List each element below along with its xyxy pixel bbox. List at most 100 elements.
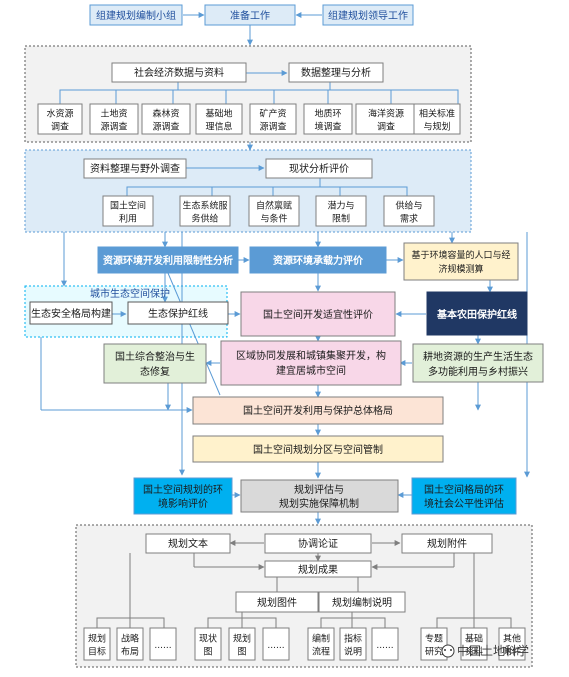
survey-item-label-2: 调查 <box>51 121 69 133</box>
survey-item-label-1: 地质环 <box>314 108 341 120</box>
carrying-capacity-label: 资源环境承载力评价 <box>273 254 364 267</box>
population-box: 基于环境容量的人口与经 济规模测算 <box>403 242 519 281</box>
suitability-box: 国土空间开发适宜性评价 <box>240 291 396 337</box>
fairness-label-1: 国土空间格局的环 <box>424 483 504 496</box>
env-impact-label-1: 国土空间规划的环 <box>143 483 223 496</box>
output-map-item-label-2: 图 <box>203 647 212 658</box>
survey-item-label-1: 相关标准 <box>419 108 455 120</box>
data-organize-label: 数据整理与分析 <box>301 66 371 79</box>
zoning-label: 国土空间规划分区与空间管制 <box>253 443 383 456</box>
analysis-item-label-1: 生态系统服 <box>182 200 227 212</box>
assessment-label-2: 规划实施保障机制 <box>279 497 359 510</box>
analysis-item-label-2: 需求 <box>400 213 418 225</box>
build-team-label: 组建规划编制小组 <box>96 9 176 22</box>
plan-text-box: 规划文本 <box>145 533 231 554</box>
assessment-label-1: 规划评估与 <box>294 483 344 496</box>
instructions-box: 规划编制说明 <box>318 591 406 613</box>
analysis-item-label-1: 潜力与 <box>327 200 354 212</box>
survey-item-label-1: 基础地 <box>205 108 232 120</box>
output-map-item-label-1: 现状 <box>199 633 217 645</box>
analysis-item-label-2: 限制 <box>332 213 350 225</box>
analysis-item-label-1: 供给与 <box>395 200 422 212</box>
survey-item-label-1: 矿产资 <box>259 108 286 120</box>
farmland-use-label-1: 耕地资源的生产生活生态 <box>423 350 533 363</box>
output-connectors <box>96 540 512 628</box>
restore-box: 国土综合整治与生 态修复 <box>103 343 207 384</box>
eco-redline-box: 生态保护红线 <box>127 301 229 325</box>
appendix-box: 规划附件 <box>401 533 493 554</box>
output-appendix-item-label-1: 专题 <box>425 633 443 645</box>
resource-limit-label: 资源环境开发利用限制性分析 <box>103 254 233 267</box>
overall-pattern-label: 国土空间开发利用与保护总体格局 <box>243 404 393 417</box>
survey-item-label-1: 土地资 <box>100 108 127 120</box>
suitability-label: 国土空间开发适宜性评价 <box>263 308 373 321</box>
survey-item-label-2: 境调查 <box>314 121 341 133</box>
build-team-box: 组建规划编制小组 <box>89 4 183 26</box>
results-label: 规划成果 <box>298 563 338 576</box>
output-instr-item-label-1: ...... <box>376 641 393 651</box>
security-pattern-label: 生态安全格局构建 <box>31 307 111 320</box>
output-appendix-item-label-1: 其他 <box>503 633 521 645</box>
survey-item-label-2: 理信息 <box>205 121 232 133</box>
output-map-item-label-1: ...... <box>267 641 284 651</box>
output-appendix-item-label-1: 基础 <box>465 633 483 645</box>
fairness-label-2: 境社会公平性评估 <box>424 497 504 510</box>
output-text-item-label-2: 布局 <box>121 646 139 658</box>
farmland-use-label-2: 多功能利用与乡村振兴 <box>428 365 528 378</box>
output-text-item-label-1: 战略 <box>121 633 139 645</box>
output-instr-item: ...... <box>371 627 399 661</box>
maps-label: 规划图件 <box>257 596 297 609</box>
survey-item-label-1: 水资源 <box>46 108 73 120</box>
output-instr-item-label-1: 指标 <box>344 633 362 645</box>
env-impact-label-2: 境影响评价 <box>158 497 208 510</box>
output-map-item: 规划图 <box>228 627 256 661</box>
survey-item-label-2: 与规划 <box>423 121 450 133</box>
survey-item-label-2: 源调查 <box>259 121 286 133</box>
regional-box: 区域协同发展和城镇集聚开发，构 建宜居城市空间 <box>220 340 402 386</box>
watermark-text: 中国土地科学 <box>457 643 529 658</box>
survey-items: 水资源调查土地资源调查森林资源调查基础地理信息矿产资源调查地质环境调查海洋资源调… <box>37 103 461 135</box>
socio-data-box: 社会经济数据与资料 <box>111 62 247 83</box>
fairness-box: 国土空间格局的环 境社会公平性评估 <box>411 477 517 515</box>
analysis-item-label-1: 国土空间 <box>110 200 146 212</box>
restore-label-1: 国土综合整治与生 <box>115 350 195 363</box>
population-label-2: 济规模测算 <box>438 263 483 275</box>
output-instr-item-label-2: 流程 <box>312 646 330 658</box>
output-map-item: ...... <box>262 627 290 661</box>
eco-redline-label: 生态保护红线 <box>148 307 208 320</box>
socio-data-label: 社会经济数据与资料 <box>134 66 224 79</box>
overall-pattern-box: 国土空间开发利用与保护总体格局 <box>192 396 444 425</box>
analysis-item-label-2: 利用 <box>119 213 137 225</box>
output-text-item: ...... <box>149 627 177 661</box>
zoning-box: 国土空间规划分区与空间管制 <box>192 435 444 463</box>
coordinate-label: 协调论证 <box>298 537 338 550</box>
assessment-box: 规划评估与 规划实施保障机制 <box>240 479 399 513</box>
output-text-item-label-1: 规划 <box>88 633 106 645</box>
output-instr-item-label-2: 说明 <box>344 646 362 658</box>
output-map-item-label-1: 规划 <box>233 633 251 645</box>
survey-item-label-2: 源调查 <box>152 121 179 133</box>
plan-text-label: 规划文本 <box>168 537 208 550</box>
maps-box: 规划图件 <box>235 591 319 613</box>
output-text-item-label-1: ...... <box>154 641 171 651</box>
survey-item-label-1: 海洋资源 <box>368 108 404 120</box>
ecology-group-title: 城市生态空间保护 <box>90 287 170 300</box>
farmland-redline-label: 基本农田保护红线 <box>436 308 517 321</box>
status-eval-label: 现状分析评价 <box>289 162 349 175</box>
data-organize-box: 数据整理与分析 <box>288 62 384 83</box>
watermark: 中国土地科学 <box>441 643 529 658</box>
